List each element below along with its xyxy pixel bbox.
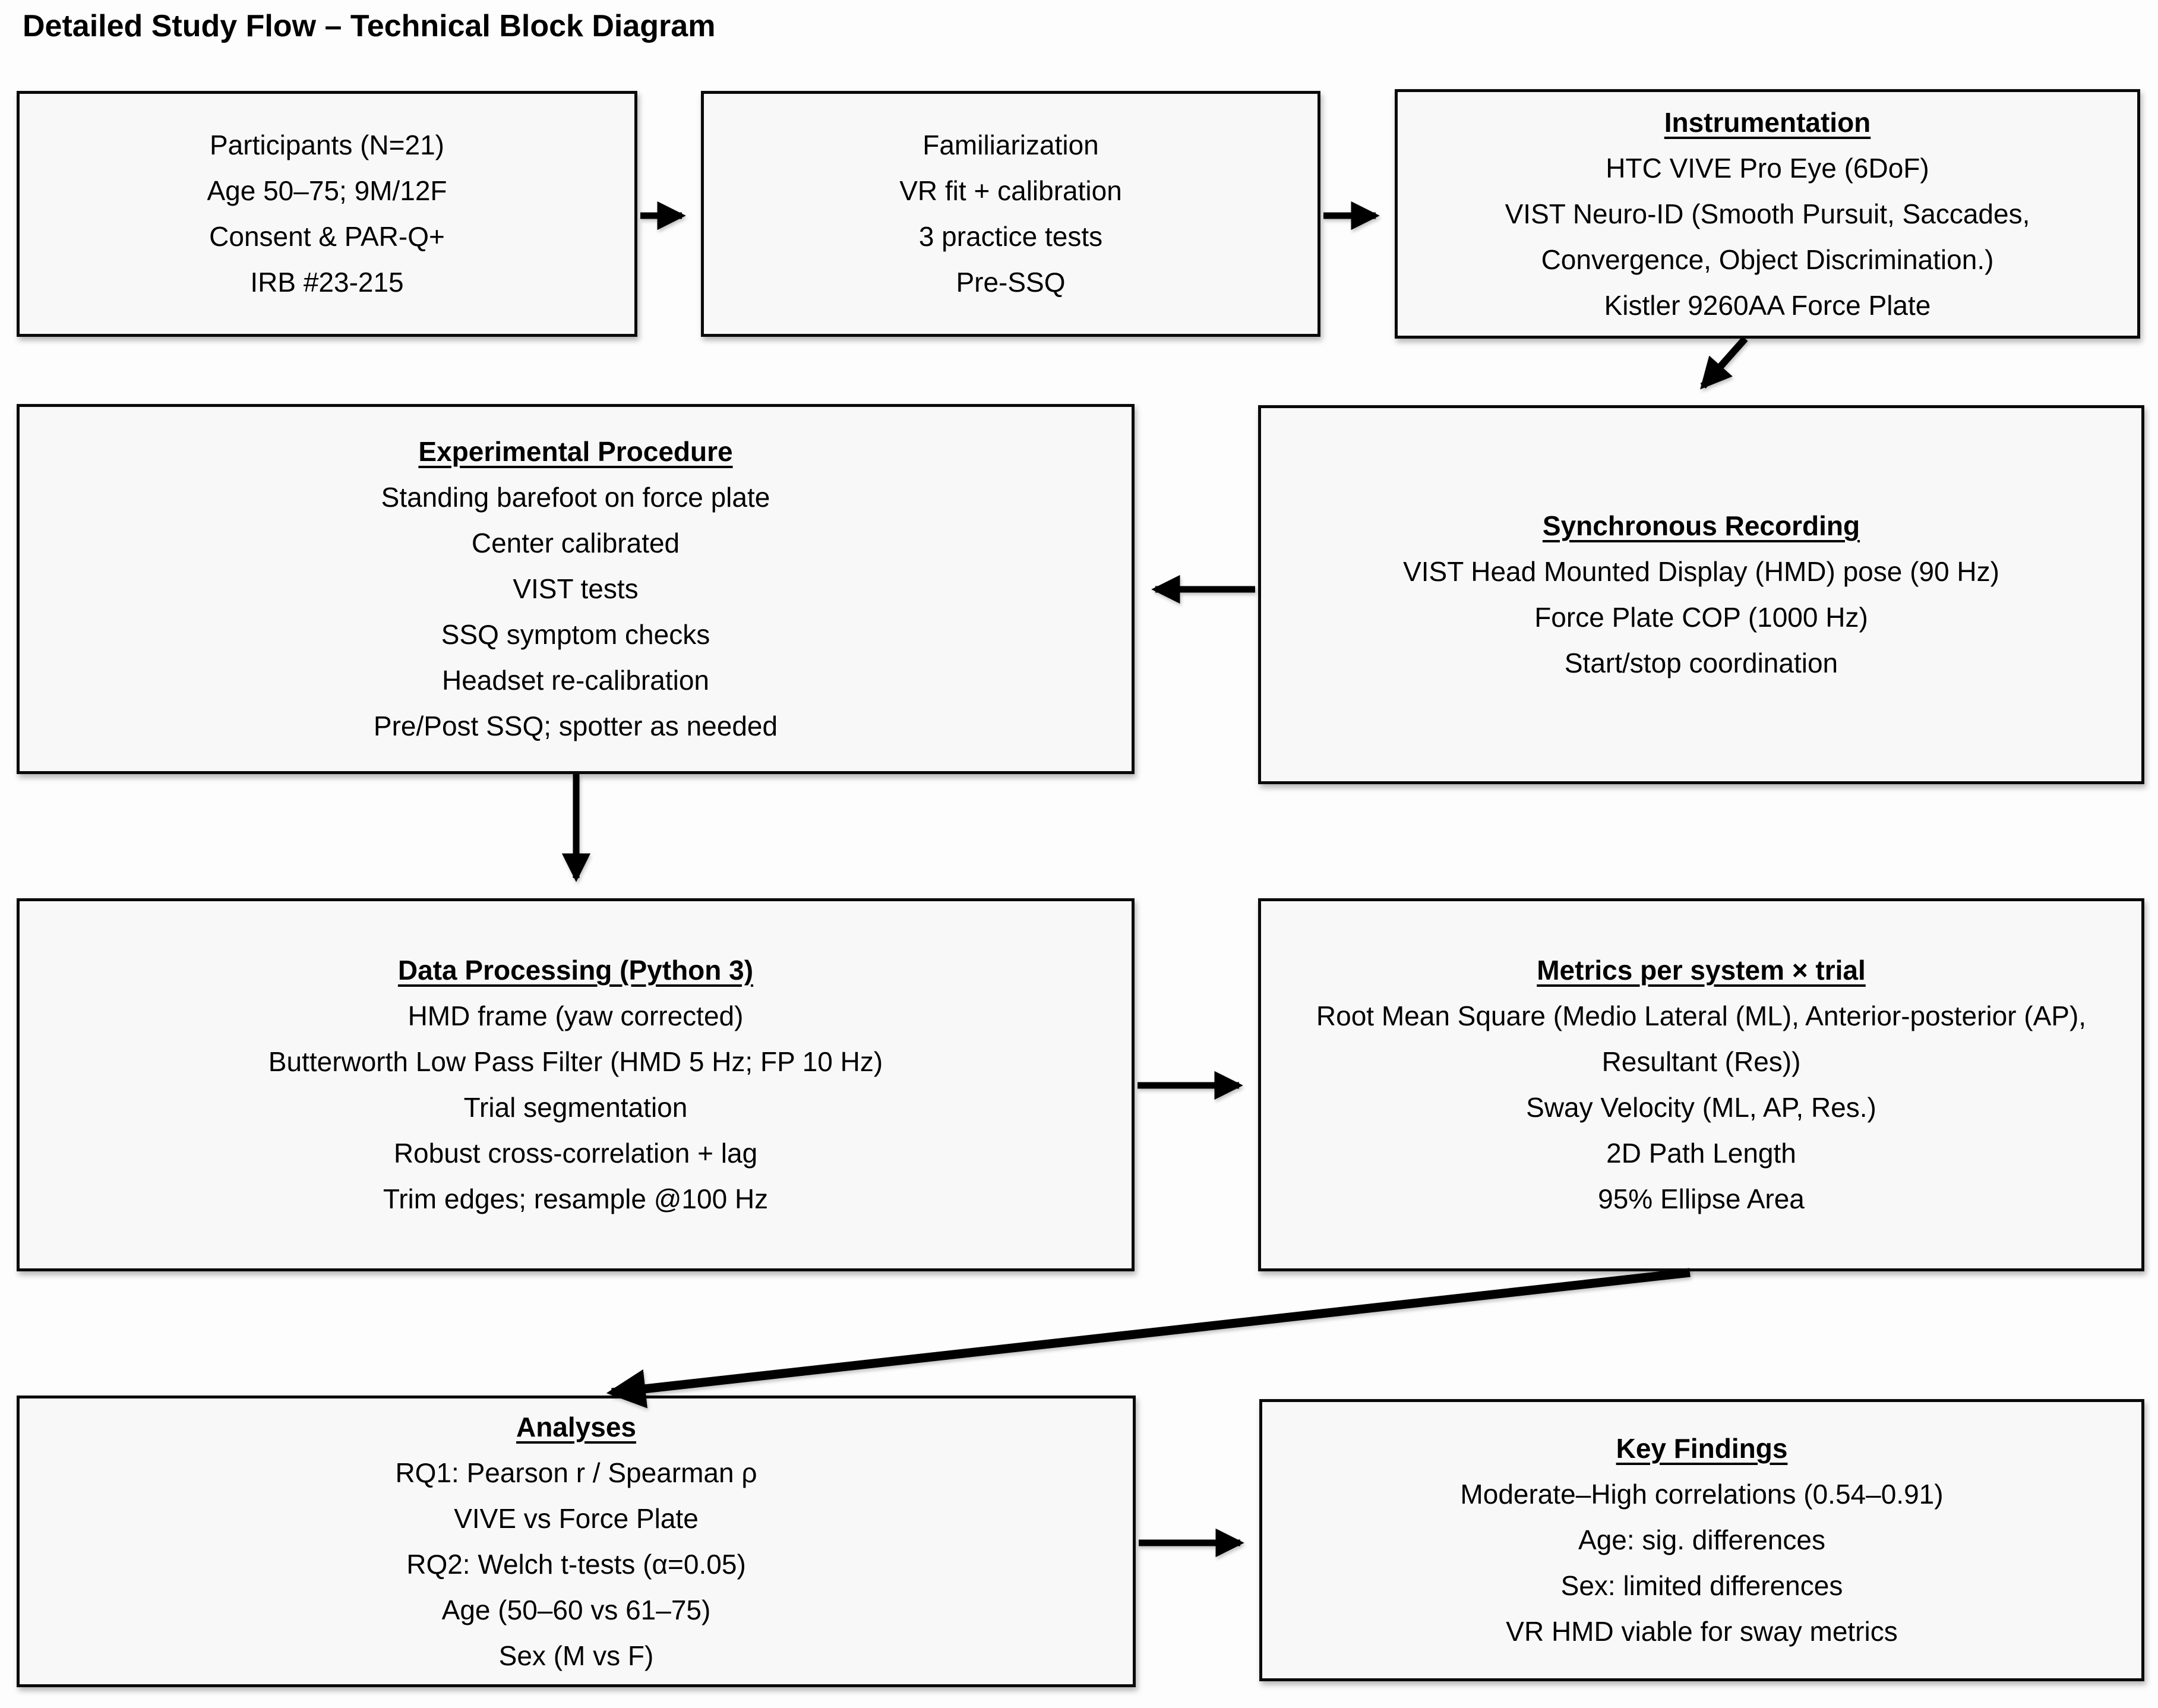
arrow-metrics-to-analyses [606, 1268, 1691, 1409]
box-text-line: 3 practice tests [918, 221, 1103, 252]
box-text-line: Start/stop coordination [1564, 648, 1838, 678]
box-text-line: Center calibrated [471, 528, 680, 558]
box-title: Analyses [516, 1411, 636, 1442]
box-text-line: VIST tests [513, 573, 639, 604]
box-text-line: Age: sig. differences [1578, 1524, 1825, 1555]
box-text-line: Moderate–High correlations (0.54–0.91) [1460, 1479, 1944, 1510]
box-text-line: HMD frame (yaw corrected) [407, 1000, 744, 1031]
box-title: Data Processing (Python 3) [397, 955, 754, 986]
box-text-line: Pre/Post SSQ; spotter as needed [373, 711, 778, 741]
box-text-line: Familiarization [922, 130, 1099, 160]
box-text-line: Consent & PAR-Q+ [209, 221, 445, 252]
box-text-line: Force Plate COP (1000 Hz) [1534, 602, 1868, 633]
box-text-line: VR HMD viable for sway metrics [1506, 1616, 1898, 1647]
box-title: Synchronous Recording [1542, 510, 1860, 541]
box-text-line: Trial segmentation [463, 1092, 688, 1123]
box-title: Metrics per system × trial [1537, 955, 1866, 986]
box-text-line: Trim edges; resample @100 Hz [383, 1183, 769, 1214]
page-title: Detailed Study Flow – Technical Block Di… [23, 9, 716, 43]
box-text-line: Standing barefoot on force plate [381, 482, 770, 513]
box-text-line: IRB #23-215 [250, 267, 404, 298]
box-text-line: Sex (M vs F) [498, 1640, 654, 1671]
box-metrics-per-system: Metrics per system × trial Root Mean Squ… [1258, 898, 2144, 1271]
box-data-processing: Data Processing (Python 3) HMD frame (ya… [17, 898, 1135, 1271]
box-text-line: RQ2: Welch t-tests (α=0.05) [406, 1548, 746, 1580]
box-text-line: SSQ symptom checks [441, 619, 710, 650]
box-text-line: Pre-SSQ [956, 267, 1066, 298]
box-text-line: Participants (N=21) [210, 130, 444, 160]
box-instrumentation: Instrumentation HTC VIVE Pro Eye (6DoF) … [1395, 89, 2140, 339]
box-text-line: RQ1: Pearson r / Spearman ρ [395, 1457, 757, 1488]
arrow-instrumentation-to-synchronous-recording [1700, 336, 1748, 390]
box-text-line: Age (50–60 vs 61–75) [441, 1594, 711, 1625]
box-key-findings: Key Findings Moderate–High correlations … [1259, 1399, 2144, 1681]
box-text-line: Sex: limited differences [1560, 1570, 1843, 1601]
box-text-line: Root Mean Square (Medio Lateral (ML), An… [1316, 1000, 2087, 1077]
box-text-line: Sway Velocity (ML, AP, Res.) [1526, 1092, 1876, 1123]
box-title: Instrumentation [1664, 106, 1871, 138]
box-title: Key Findings [1616, 1433, 1788, 1464]
box-familiarization: Familiarization VR fit + calibration 3 p… [701, 91, 1320, 337]
box-text-line: 2D Path Length [1606, 1138, 1796, 1169]
box-synchronous-recording: Synchronous Recording VIST Head Mounted … [1258, 405, 2144, 784]
box-text-line: VIST Neuro-ID (Smooth Pursuit, Saccades,… [1505, 198, 2030, 275]
box-text-line: VIST Head Mounted Display (HMD) pose (90… [1403, 556, 1999, 587]
box-analyses: Analyses RQ1: Pearson r / Spearman ρ VIV… [17, 1396, 1136, 1687]
box-text-line: Kistler 9260AA Force Plate [1604, 289, 1931, 321]
box-experimental-procedure: Experimental Procedure Standing barefoot… [17, 404, 1135, 774]
box-text-line: Headset re-calibration [441, 665, 709, 696]
box-text-line: VIVE vs Force Plate [454, 1502, 699, 1534]
box-text-line: VR fit + calibration [899, 175, 1122, 206]
box-text-line: Butterworth Low Pass Filter (HMD 5 Hz; F… [268, 1046, 883, 1077]
box-text-line: 95% Ellipse Area [1598, 1183, 1805, 1214]
box-text-line: Age 50–75; 9M/12F [207, 175, 447, 206]
box-text-line: Robust cross-correlation + lag [393, 1138, 758, 1169]
box-text-line: HTC VIVE Pro Eye (6DoF) [1606, 152, 1929, 184]
box-title: Experimental Procedure [418, 436, 733, 467]
box-participants: Participants (N=21) Age 50–75; 9M/12F Co… [17, 91, 637, 337]
